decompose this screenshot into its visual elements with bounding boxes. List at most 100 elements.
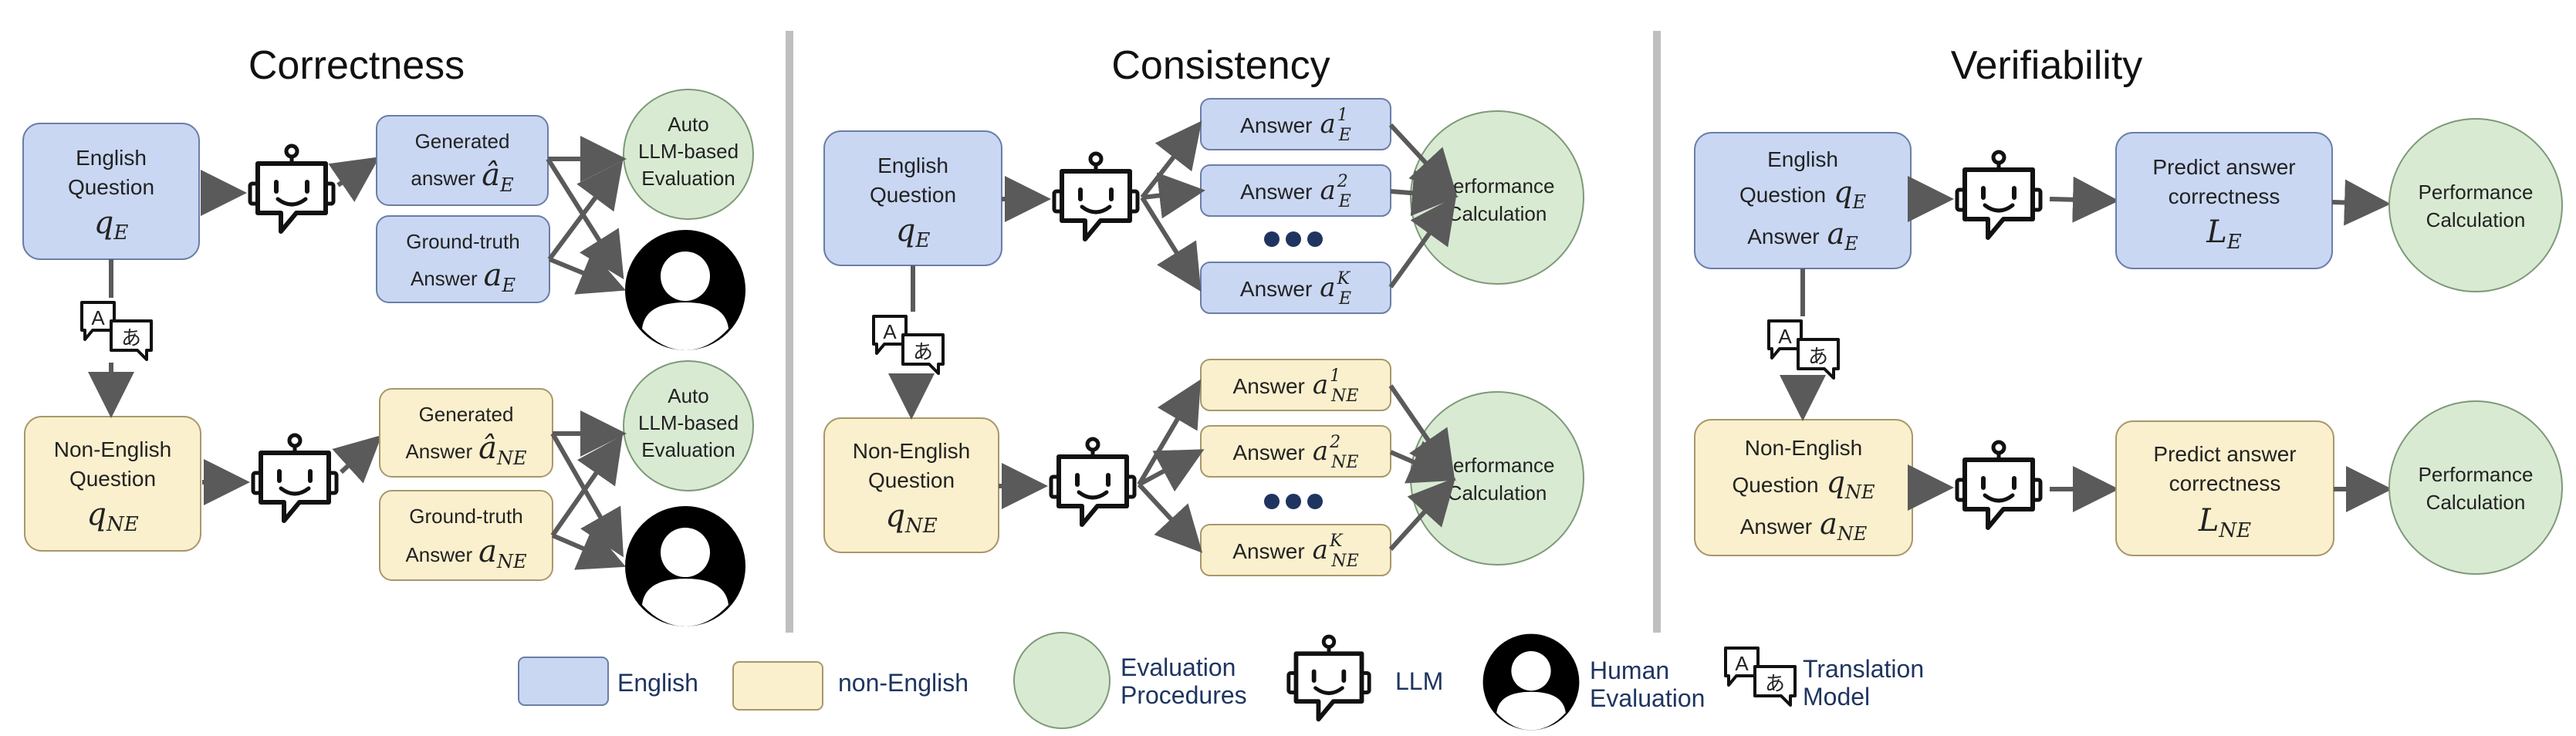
label: Evaluation [641, 167, 735, 190]
glyph: あ [913, 340, 933, 363]
arrow [1389, 441, 1457, 484]
glyph: A [1735, 652, 1749, 675]
label: Calculation [1448, 202, 1547, 225]
label: Predict answer [2153, 442, 2296, 466]
glyph: A [91, 306, 105, 329]
label: Auto [668, 113, 709, 136]
translation-icon: A あ [872, 315, 945, 375]
legend-english-label: English [617, 669, 698, 697]
label: correctness [2169, 184, 2280, 208]
label: Non-English [853, 439, 971, 463]
divider-left [786, 31, 793, 633]
correctness-english-question: English Question qE [22, 123, 200, 260]
label: Non-English [1745, 436, 1863, 460]
correctness-nonenglish-question: Non-English Question qNE [24, 416, 201, 552]
label: Non-English [54, 437, 172, 461]
llm-icon [1957, 152, 2040, 238]
consistency-title: Consistency [1111, 43, 1330, 88]
llm-icon [253, 435, 336, 521]
legend-translation-label: Translation [1803, 655, 1924, 683]
translation-icon: A あ [1724, 647, 1797, 707]
correctness-title: Correctness [248, 43, 465, 88]
label: Question [868, 468, 955, 492]
label: English [1767, 147, 1838, 171]
arrow [2331, 179, 2391, 226]
arrow [551, 527, 627, 570]
arrow [1390, 170, 1459, 217]
arrow [1138, 449, 1205, 492]
arrow [1388, 196, 1457, 289]
label: Calculation [1448, 481, 1547, 505]
glyph: A [883, 320, 897, 343]
human-evaluation-icon [625, 230, 745, 350]
legend-human-label: Human [1590, 657, 1669, 684]
math-label: qNE [885, 498, 937, 538]
label: LLM-based [638, 140, 739, 163]
label: Generated [415, 130, 510, 153]
label: LLM-based [638, 411, 739, 434]
label: Ground-truth [406, 230, 519, 253]
glyph: あ [1765, 672, 1785, 695]
label: Performance [1440, 174, 1555, 198]
arrow [547, 160, 624, 261]
legend-llm-label: LLM [1395, 667, 1443, 695]
auto-llm-evaluation-ne: Auto LLM-based Evaluation [623, 360, 754, 491]
label: Generated [419, 403, 514, 426]
consistency-performance-en: Performance Calculation [1410, 110, 1584, 285]
arrow [1140, 196, 1202, 292]
llm-icon [1289, 636, 1369, 719]
verifiability-performance-ne: Performance Calculation [2388, 400, 2563, 575]
label: Calculation [2426, 491, 2526, 514]
label: Question [870, 183, 956, 207]
label: Question [68, 175, 154, 199]
legend-translation-label: Model [1803, 683, 1870, 711]
arrow [550, 435, 623, 537]
legend-english-swatch [518, 657, 609, 706]
arrow [1137, 379, 1202, 486]
legend-evaluation-label: Procedures [1121, 681, 1247, 709]
math-label: qNE [86, 497, 138, 536]
label: Ground-truth [409, 505, 522, 528]
legend-nonenglish-swatch [732, 661, 823, 711]
consistency-nonenglish-question: Non-English Question qNE [823, 417, 999, 553]
auto-llm-evaluation-en: Auto LLM-based Evaluation [623, 89, 754, 220]
arrow [328, 157, 380, 202]
verifiability-predict-ne: Predict answer correctness LNE [2115, 420, 2334, 556]
glyph: あ [121, 326, 141, 349]
verifiability-performance-en: Performance Calculation [2388, 118, 2563, 292]
math-label: LNE [2198, 503, 2251, 542]
label: Calculation [2426, 208, 2526, 231]
ellipsis-dots [1264, 494, 1323, 509]
human-evaluation-icon [1482, 633, 1580, 731]
label: correctness [2169, 471, 2281, 495]
label: English [877, 154, 948, 177]
label: Performance [2419, 181, 2534, 204]
legend-evaluation-label: Evaluation [1121, 653, 1236, 681]
legend-evaluation-swatch [1013, 632, 1111, 729]
arrow [1137, 482, 1203, 553]
math-label: LE [2206, 214, 2242, 254]
llm-icon [1054, 154, 1138, 239]
label: Performance [2419, 463, 2534, 486]
math-label: qE [94, 205, 129, 245]
